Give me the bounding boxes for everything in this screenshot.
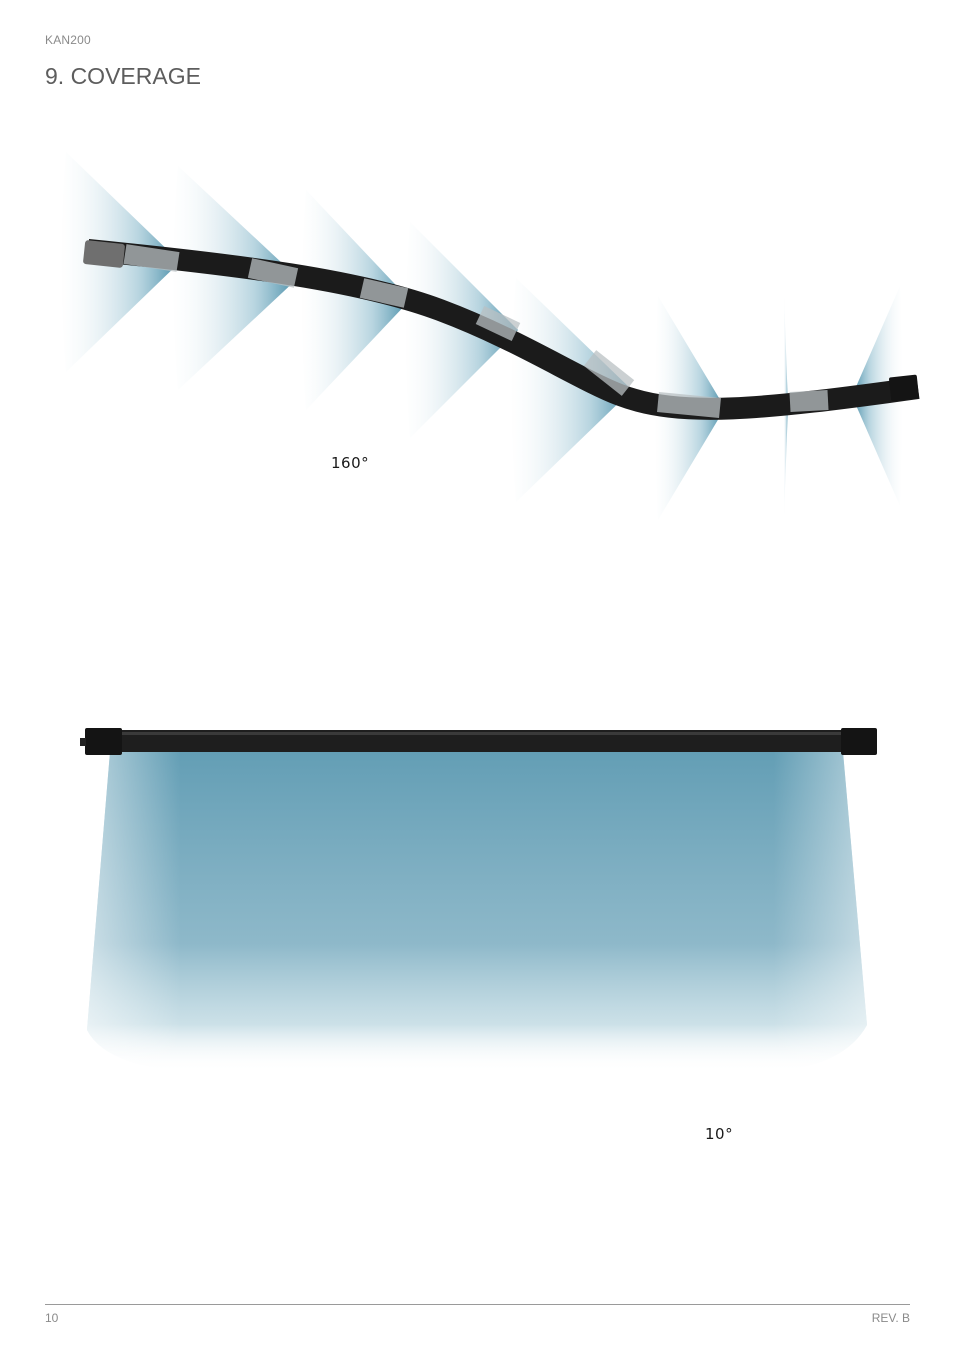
sleeve-segment-7: [790, 400, 828, 402]
footer-divider: [45, 1304, 910, 1305]
end-cap-right: [889, 375, 919, 402]
sleeve-segment-1: [125, 254, 178, 262]
beam-angle-label-160: 160°: [331, 454, 369, 472]
linear-coverage-figure: [75, 720, 890, 1090]
document-code: KAN200: [45, 33, 91, 47]
end-cap-left: [85, 728, 122, 755]
end-cap-left: [83, 240, 125, 268]
revision-label: REV. B: [872, 1311, 910, 1325]
page-number: 10: [45, 1311, 58, 1325]
flexible-coverage-figure: [60, 150, 930, 530]
end-cap-right: [841, 728, 877, 755]
section-title: 9. COVERAGE: [45, 63, 201, 90]
light-wash-edge-fade: [87, 752, 867, 1072]
sleeve-segment-2: [250, 268, 296, 278]
beam-angle-label-10: 10°: [705, 1125, 733, 1143]
connector-pin: [80, 738, 86, 746]
profile-highlight: [85, 732, 877, 735]
sleeve-segment-3: [362, 288, 406, 298]
sleeve-segment-6: [658, 402, 720, 408]
